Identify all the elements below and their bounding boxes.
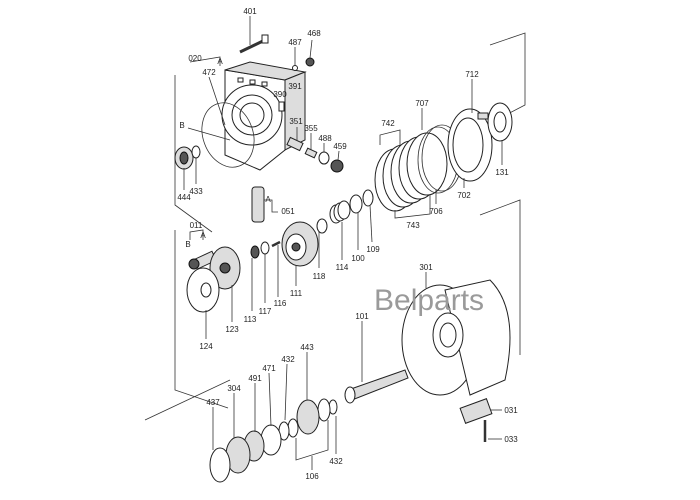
bearing-set-part	[209, 398, 338, 483]
part-label: 391	[288, 82, 302, 91]
leader-lines	[183, 16, 503, 470]
part-label: 304	[227, 384, 241, 393]
part-label: A	[200, 231, 206, 240]
piston-part	[447, 108, 493, 182]
motor-housing-part	[201, 61, 307, 171]
part-label: 487	[288, 38, 302, 47]
part-label: 101	[355, 312, 369, 321]
part-label: 491	[248, 374, 262, 383]
part-number-labels: 401 468 487 020 A 472 391 390 B 351 355 …	[177, 7, 518, 481]
part-label: 033	[504, 435, 518, 444]
part-label: 113	[244, 315, 257, 324]
part-label: 351	[289, 117, 303, 126]
part-label: 123	[225, 325, 239, 334]
oring-part	[292, 65, 298, 71]
part-label: 432	[281, 355, 295, 364]
part-label: 743	[406, 221, 420, 230]
part-label: 355	[304, 124, 318, 133]
part-label: 106	[305, 472, 319, 481]
plug-part	[305, 57, 315, 67]
watermark: Belparts	[374, 284, 484, 317]
part-label: 031	[504, 406, 518, 415]
part-label: 111	[290, 289, 303, 298]
retainer-plate-part	[209, 246, 241, 290]
part-label: 117	[259, 307, 272, 316]
part-label: 118	[313, 272, 326, 281]
pin-part	[271, 240, 281, 248]
group-boundaries	[144, 32, 526, 421]
part-label: 443	[300, 343, 314, 352]
ring-part	[316, 218, 328, 234]
valve-plate-part	[487, 102, 513, 142]
part-label: 707	[415, 99, 429, 108]
bearing-part	[174, 145, 201, 170]
part-label: 437	[206, 398, 220, 407]
cylinder-block-part	[281, 221, 319, 267]
part-label: 444	[177, 193, 191, 202]
shaft-part	[344, 369, 409, 404]
ring-part	[260, 241, 270, 255]
part-label: 051	[281, 207, 295, 216]
casing-part	[401, 279, 511, 396]
part-label: B	[179, 121, 184, 130]
part-label: 433	[189, 187, 203, 196]
ball-guide-part	[250, 245, 260, 259]
part-label: 706	[429, 207, 443, 216]
part-label: 702	[457, 191, 471, 200]
part-label: 401	[243, 7, 257, 16]
part-label: 459	[333, 142, 347, 151]
part-label: 131	[495, 168, 509, 177]
part-label: 109	[366, 245, 380, 254]
part-label: 124	[199, 342, 213, 351]
part-label: 432	[329, 457, 343, 466]
snap-ring-part	[362, 189, 374, 207]
thrust-plate-part	[186, 267, 220, 313]
part-label: 488	[318, 134, 332, 143]
part-label: 116	[274, 299, 287, 308]
spool-part	[251, 186, 265, 223]
part-label: 100	[351, 254, 365, 263]
part-label: B	[185, 240, 190, 249]
brake-plates-part	[374, 124, 463, 212]
part-label: A	[265, 195, 271, 204]
bolt-part	[239, 34, 269, 54]
part-label: 301	[419, 263, 433, 272]
ring-part	[349, 194, 363, 214]
valve-parts	[286, 136, 344, 173]
part-label: 011	[190, 221, 203, 230]
part-label: 472	[202, 68, 216, 77]
part-label: 471	[262, 364, 276, 373]
pin-part	[188, 250, 217, 270]
spring-part	[477, 112, 489, 120]
part-label: 468	[307, 29, 321, 38]
spring-part	[329, 200, 351, 224]
part-label: 712	[465, 70, 479, 79]
part-label: 020	[188, 54, 202, 63]
part-label: 114	[336, 263, 349, 272]
part-label: 390	[273, 90, 287, 99]
sensor-part	[459, 398, 493, 442]
part-label: A	[217, 57, 223, 66]
part-label: 742	[381, 119, 395, 128]
plate-part	[278, 101, 285, 112]
